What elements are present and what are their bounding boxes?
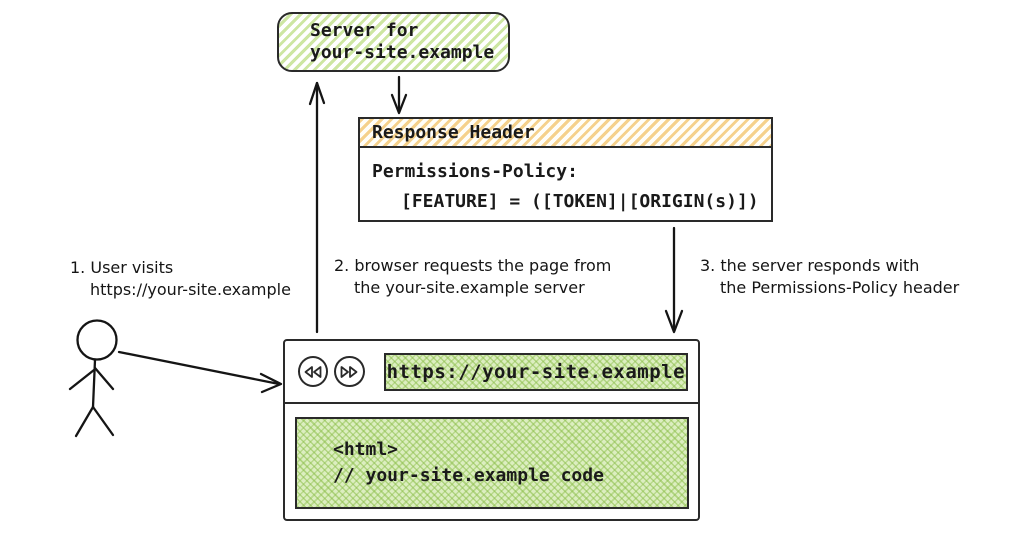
server-box-line1: Server for [310,20,419,41]
arrow-response-header-to-browser [664,226,684,334]
address-bar: https://your-site.example [383,352,688,391]
step-3-line2: the Permissions-Policy header [720,278,960,297]
step-3-line1: 3. the server responds with [700,256,920,275]
user-left-leg [74,405,95,438]
step-2-line1: 2. browser requests the page from [334,256,612,275]
arrow-browser-to-server [308,81,326,334]
arrow-user-to-browser [117,350,283,394]
server-box: Server for your-site.example [277,12,510,72]
back-button [298,356,329,387]
user-body [91,358,97,409]
feature-token-origin-line: [FEATURE] = ([TOKEN]|[ORIGIN(s)]) [401,191,759,212]
response-header-body: Permissions-Policy: [FEATURE] = ([TOKEN]… [360,148,771,217]
user-head [76,319,118,361]
permissions-policy-line: Permissions-Policy: [372,161,578,182]
server-box-line2: your-site.example [310,42,495,63]
page-source-line1: <html> [333,439,399,460]
step-2-label: 2. browser requests the page from the yo… [334,255,611,299]
browser-toolbar: https://your-site.example [285,341,698,404]
step-1-line2: https://your-site.example [90,280,291,299]
fast-forward-icon [341,365,358,378]
rewind-icon [304,365,322,378]
browser-content: <html> // your-site.example code [285,404,698,518]
user-right-arm [93,366,115,391]
arrow-server-to-response-header [390,75,408,115]
step-2-line2: the your-site.example server [354,278,585,297]
step-1-label: 1. User visits https://your-site.example [70,257,291,301]
browser-window: https://your-site.example <html> // your… [283,339,700,521]
step-3-label: 3. the server responds with the Permissi… [700,255,959,299]
user-stick-figure [68,319,118,438]
user-right-leg [91,405,115,437]
forward-button [334,356,365,387]
user-left-arm [68,368,96,391]
response-header-title: Response Header [360,119,771,148]
page-source-line2: // your-site.example code [333,465,604,486]
step-1-line1: 1. User visits [70,258,174,277]
response-header-box: Response Header Permissions-Policy: [FEA… [358,117,773,222]
page-source-box: <html> // your-site.example code [295,417,689,509]
